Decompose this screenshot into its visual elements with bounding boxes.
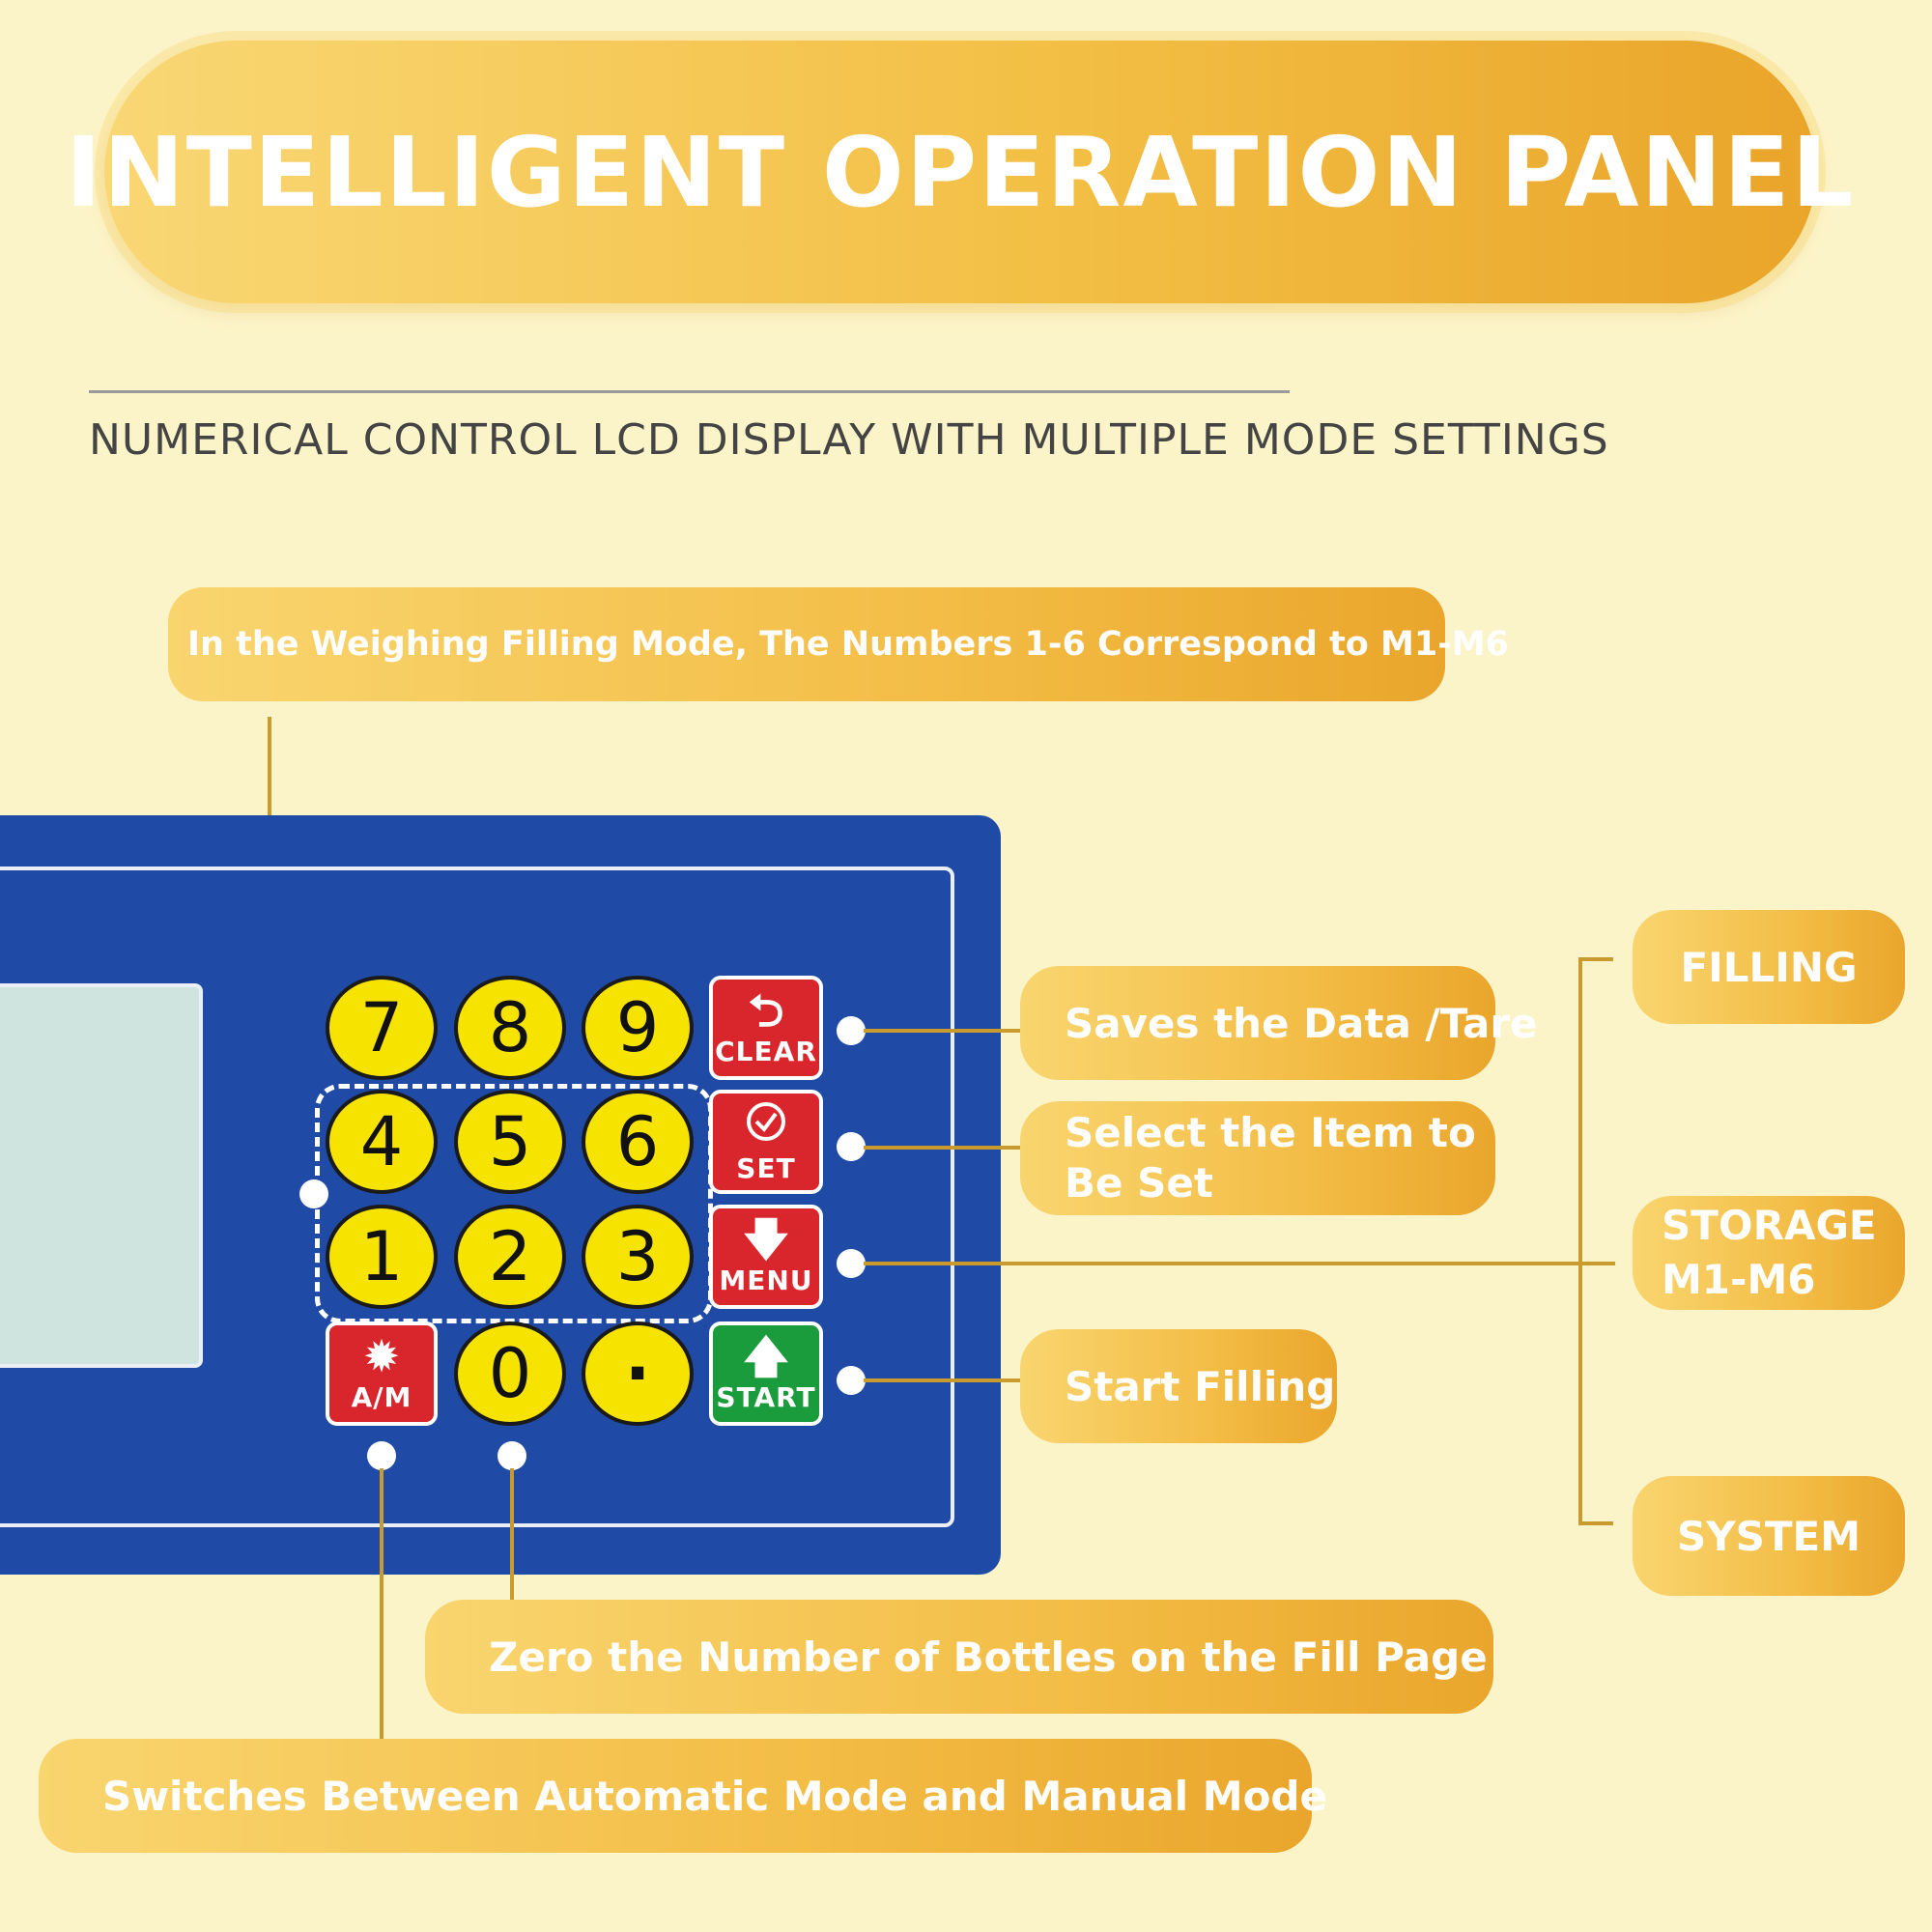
key-8[interactable]: 8 [454,976,566,1080]
down-arrow-icon: 🡇 [743,1213,789,1265]
title-banner: INTELLIGENT OPERATION PANEL [66,41,1853,303]
callout-start-text: Start Filling [1065,1362,1336,1410]
leader-line-menu [864,1262,1615,1265]
start-pointer-dot [837,1366,866,1395]
undo-arrow-icon: ⮌ [748,984,784,1037]
start-button[interactable]: 🡅 START [709,1321,823,1426]
menu-option-system-label: SYSTEM [1676,1512,1861,1560]
menu-option-filling: FILLING [1633,910,1905,1024]
menu-bracket-top [1578,957,1613,961]
leader-line-start [864,1378,1020,1382]
page-subtitle: NUMERICAL CONTROL LCD DISPLAY WITH MULTI… [89,415,1609,465]
key-7[interactable]: 7 [326,976,438,1080]
callout-weighing-text: In the Weighing Filling Mode, The Number… [187,625,1509,664]
check-circle-icon [743,1100,789,1150]
key-6[interactable]: 6 [582,1090,694,1194]
callout-auto-manual: Switches Between Automatic Mode and Manu… [39,1739,1327,1853]
menu-option-storage-sublabel: M1-M6 [1662,1256,1816,1303]
leader-line-auto-manual [380,1468,384,1739]
menu-option-system: SYSTEM [1633,1476,1905,1596]
callout-auto-manual-text: Switches Between Automatic Mode and Manu… [102,1772,1327,1820]
leader-line-zero [510,1468,514,1602]
callout-set: Select the Item to Be Set [1020,1101,1495,1215]
menu-option-storage-label: STORAGE [1662,1202,1877,1249]
up-arrow-icon: 🡅 [743,1330,789,1382]
auto-manual-button-label: A/M [351,1381,412,1413]
page-title: INTELLIGENT OPERATION PANEL [65,115,1856,229]
menu-option-filling-label: FILLING [1680,943,1858,991]
callout-set-text-line2: Be Set [1065,1159,1213,1207]
auto-manual-pointer-dot [367,1441,396,1470]
weighing-pointer-dot [299,1179,328,1208]
clear-button[interactable]: ⮌ CLEAR [709,976,823,1080]
lcd-display [0,983,203,1368]
gear-icon: ✹ [362,1330,401,1382]
leader-line-clear [864,1029,1020,1033]
menu-bracket-bottom [1578,1521,1613,1525]
callout-weighing-mode: In the Weighing Filling Mode, The Number… [168,587,1509,701]
clear-pointer-dot [837,1016,866,1045]
callout-clear: Saves the Data /Tare [1020,966,1538,1080]
set-pointer-dot [837,1132,866,1161]
set-button-label: SET [736,1151,796,1184]
key-4[interactable]: 4 [326,1090,438,1194]
menu-pointer-dot [837,1249,866,1278]
key-5[interactable]: 5 [454,1090,566,1194]
key-1[interactable]: 1 [326,1205,438,1309]
auto-manual-button[interactable]: ✹ A/M [326,1321,438,1426]
control-panel-frame [0,867,954,1527]
key-2[interactable]: 2 [454,1205,566,1309]
menu-bracket-vertical [1578,957,1582,1525]
clear-button-label: CLEAR [715,1036,817,1067]
key-0[interactable]: 0 [454,1321,566,1426]
key-decimal-point[interactable]: · [582,1321,694,1426]
key-9[interactable]: 9 [582,976,694,1080]
callout-zero-text: Zero the Number of Bottles on the Fill P… [489,1633,1488,1681]
menu-button-label: MENU [719,1264,813,1296]
zero-pointer-dot [497,1441,526,1470]
set-button[interactable]: SET [709,1090,823,1194]
callout-set-text-line1: Select the Item to [1065,1109,1476,1156]
menu-button[interactable]: 🡇 MENU [709,1205,823,1309]
key-3[interactable]: 3 [582,1205,694,1309]
callout-start: Start Filling [1020,1329,1337,1443]
divider [89,390,1290,393]
callout-zero: Zero the Number of Bottles on the Fill P… [425,1600,1493,1714]
start-button-label: START [716,1381,816,1413]
callout-clear-text: Saves the Data /Tare [1065,999,1538,1047]
menu-option-storage: STORAGE M1-M6 [1633,1196,1905,1310]
leader-line-set [864,1146,1020,1150]
